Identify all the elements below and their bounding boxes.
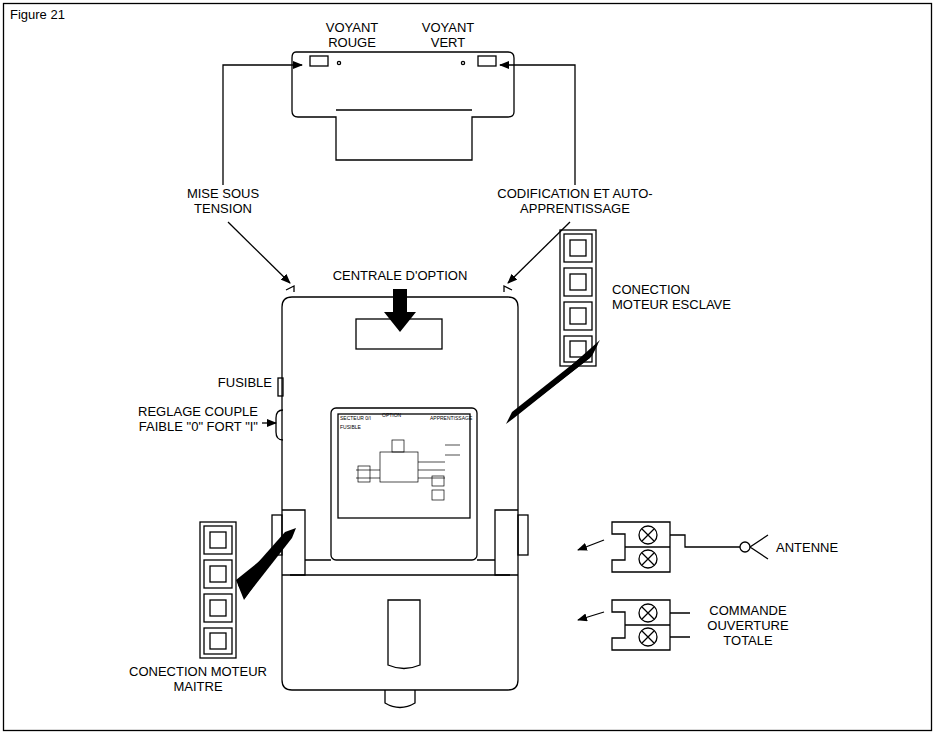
connector-label: COMMANDE OUVERTURE TOTALE: [693, 603, 803, 648]
panel-text: APPRENTISSAGE: [430, 415, 472, 421]
panel-text: FUSIBLE: [340, 424, 361, 430]
adjust-label: REGLAGE COUPLE FAIBLE "0" FORT "I": [136, 404, 258, 434]
connector-label: CONECTION MOTEUR MAITRE: [118, 664, 278, 694]
part-label: FUSIBLE: [192, 375, 272, 390]
led-label: VOYANT ROUGE: [312, 20, 392, 50]
connector-label: ANTENNE: [776, 540, 856, 555]
switch-label: MISE SOUS TENSION: [168, 186, 278, 216]
figure-title: Figure 21: [10, 7, 65, 22]
part-label: CENTRALE D'OPTION: [315, 268, 485, 283]
connector-label: CONECTION MOTEUR ESCLAVE: [612, 282, 742, 312]
switch-label: CODIFICATION ET AUTO-APPRENTISSAGE: [475, 186, 675, 216]
panel-text: SECTEUR 0/I: [340, 415, 371, 421]
led-label: VOYANT VERT: [408, 20, 488, 50]
panel-text: OPTION: [382, 412, 401, 418]
